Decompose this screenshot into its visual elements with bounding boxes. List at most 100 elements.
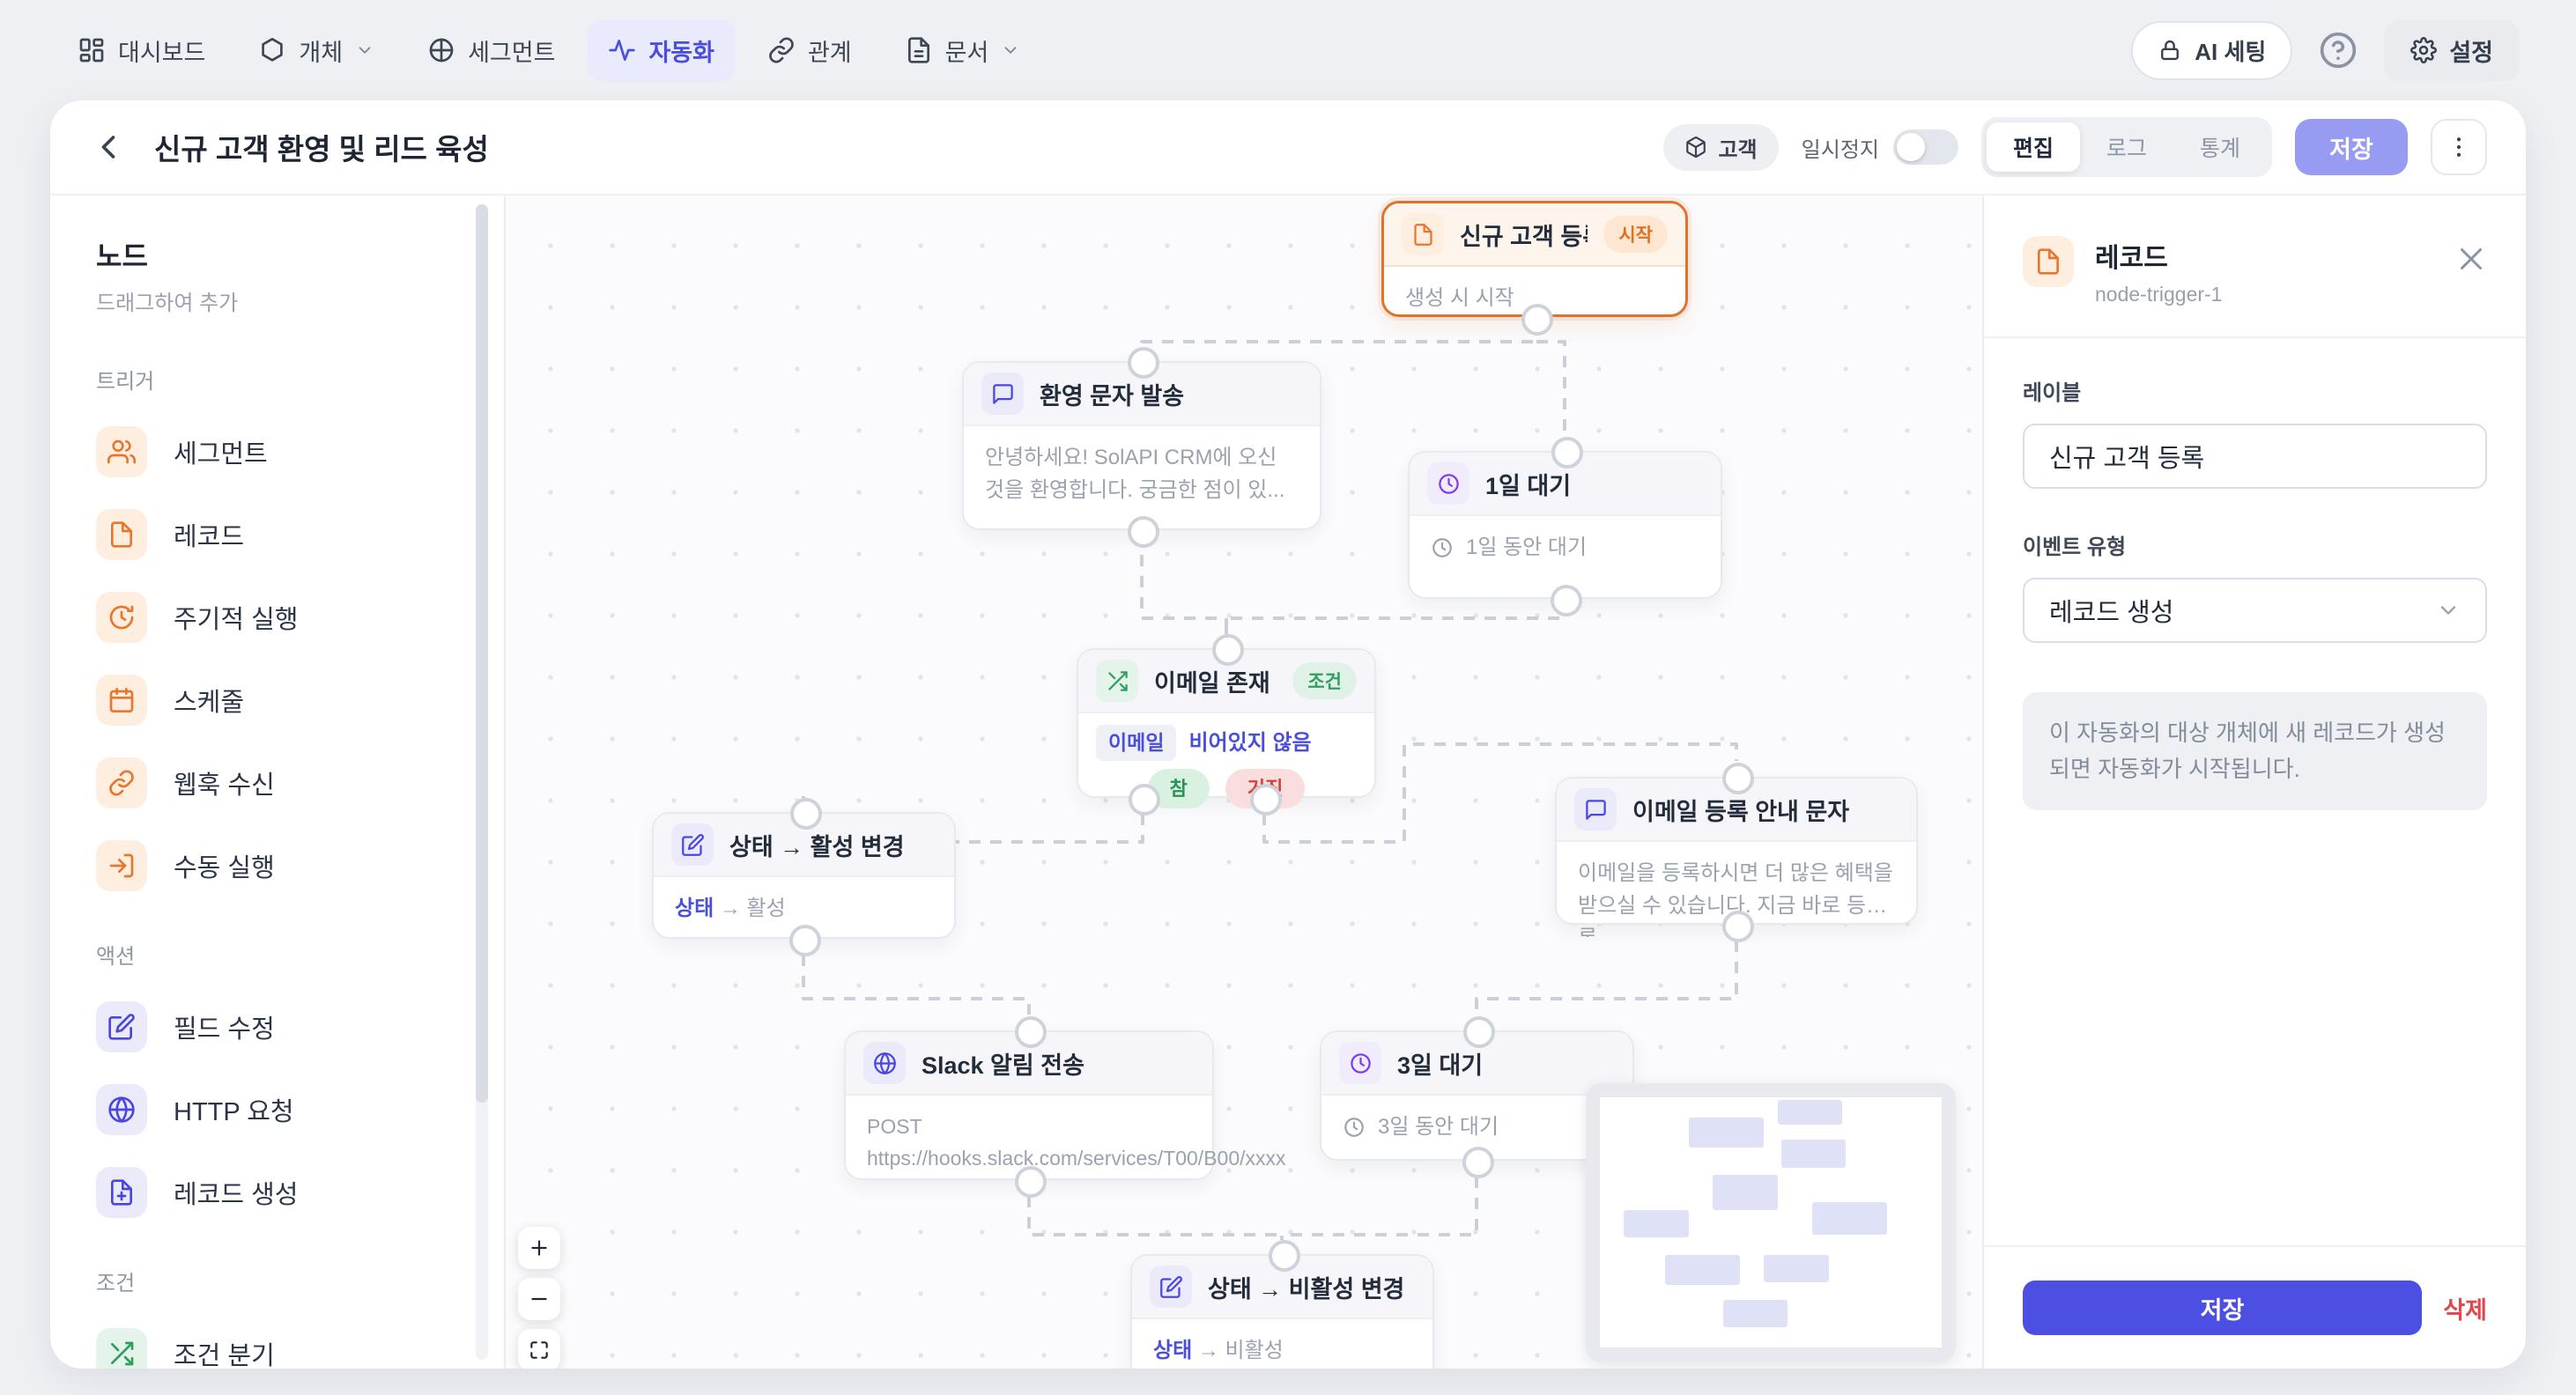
node-header: 3일 대기 [1321, 1032, 1632, 1096]
panel-footer: 저장 삭제 [1984, 1245, 2526, 1369]
palette-item-label: 스케줄 [174, 689, 245, 717]
tab-3[interactable]: 통계 [2199, 137, 2240, 161]
pause-toggle[interactable] [1892, 129, 1958, 165]
sidebar-subtitle: 드래그하여 추가 [96, 292, 239, 315]
workflow-edge [1280, 1177, 1478, 1240]
nav-item-label: 자동화 [648, 39, 714, 66]
node-input-handle[interactable] [1551, 437, 1583, 469]
palette-item-0-3[interactable]: 스케줄 [96, 675, 504, 726]
palette-item-1-0[interactable]: 필드 수정 [96, 1001, 504, 1052]
tab-2[interactable]: 로그 [2106, 137, 2147, 161]
node-input-handle[interactable] [1268, 1240, 1300, 1272]
workflow-node-node-cond-email[interactable]: 이메일 존재 여부조건이메일비어있지 않음참거짓 [1077, 634, 1376, 816]
node-output-handle[interactable] [1551, 585, 1582, 616]
node-output-handle[interactable] [1128, 516, 1159, 548]
node-output-handle[interactable] [1129, 784, 1160, 816]
node-output-handle[interactable] [1521, 304, 1553, 336]
palette-item-label: 레코드 [174, 523, 245, 551]
panel-delete-button[interactable]: 삭제 [2443, 1296, 2487, 1324]
workflow-node-node-trigger-1[interactable]: 신규 고객 등록시작생성 시 시작 [1381, 201, 1688, 336]
node-badge: 시작 [1603, 216, 1668, 253]
wait-summary: 3일 동안 대기 [1321, 1096, 1632, 1158]
workflow-edge [1262, 742, 1738, 844]
palette-item-1-1[interactable]: HTTP 요청 [96, 1084, 504, 1135]
node-input-handle[interactable] [1462, 1016, 1495, 1048]
back-button[interactable] [89, 128, 128, 166]
palette-item-0-5[interactable]: 수동 실행 [96, 840, 504, 891]
clock-icon [1343, 1116, 1366, 1139]
ai-settings-button[interactable]: AI 세팅 [2131, 20, 2293, 80]
nav-item-label: 관계 [807, 39, 852, 66]
sidebar-section-label: 트리거 [96, 370, 155, 394]
condition-field-chip: 이메일 [1096, 725, 1177, 761]
node-output-handle[interactable] [1462, 1147, 1494, 1178]
palette-item-0-0[interactable]: 세그먼트 [96, 426, 504, 477]
save-button[interactable]: 저장 [2295, 119, 2408, 175]
status-summary: 상태 → 비활성 [1153, 1339, 1284, 1362]
nav-item-2[interactable]: 개체 [237, 19, 396, 82]
zoom-out-button[interactable] [518, 1278, 560, 1320]
node-output-handle[interactable] [1722, 911, 1754, 942]
node-input-handle[interactable] [789, 798, 822, 830]
kebab-icon [2446, 134, 2472, 160]
workflow-edge [1533, 322, 1566, 447]
palette-item-label: 조건 분기 [174, 1342, 275, 1369]
nav-item-1[interactable]: 대시보드 [56, 19, 226, 82]
palette-item-2-0[interactable]: 조건 분기 [96, 1328, 504, 1369]
label-input[interactable] [2023, 424, 2487, 489]
node-input-handle[interactable] [1128, 347, 1159, 379]
label-field-label: 레이블 [2023, 381, 2082, 405]
node-input-handle[interactable] [1212, 634, 1244, 666]
fit-view-button[interactable] [518, 1329, 560, 1369]
pause-group: 일시정지 [1802, 129, 1958, 165]
node-input-handle[interactable] [1722, 763, 1754, 794]
panel-node-id: node-trigger-1 [2095, 283, 2223, 306]
more-menu-button[interactable] [2431, 119, 2487, 175]
node-output-handle[interactable] [1015, 1166, 1047, 1198]
nav-item-6[interactable]: 문서 [884, 19, 1042, 82]
http-url: https://hooks.slack.com/services/T00/B00… [867, 1147, 1286, 1170]
node-output-handle[interactable] [789, 925, 821, 956]
palette-item-0-2[interactable]: 주기적 실행 [96, 592, 504, 643]
node-input-handle[interactable] [1015, 1016, 1047, 1048]
palette-item-label: 웹훅 수신 [174, 771, 275, 800]
node-output-handle[interactable] [1250, 784, 1282, 816]
palette-tile [96, 1167, 147, 1218]
minimap-node [1780, 1140, 1847, 1168]
node-title: 이메일 존재 여부 [1154, 669, 1277, 697]
minimap-node [1722, 1300, 1788, 1328]
palette-item-0-1[interactable]: 레코드 [96, 509, 504, 560]
globe2-icon [873, 1052, 897, 1075]
sidebar-scrollbar-thumb[interactable] [476, 204, 488, 1103]
palette-tile [96, 1001, 147, 1052]
panel-save-button[interactable]: 저장 [2023, 1281, 2422, 1335]
palette-tile [96, 840, 147, 891]
help-icon[interactable] [2319, 31, 2358, 70]
nav-item-5[interactable]: 관계 [746, 19, 873, 82]
settings-button[interactable]: 설정 [2384, 19, 2520, 81]
zoom-in-button[interactable] [518, 1227, 560, 1269]
file-icon [2034, 247, 2062, 276]
minimap[interactable] [1586, 1083, 1956, 1362]
tab-1[interactable]: 편집 [1986, 122, 2080, 172]
palette-item-0-4[interactable]: 웹훅 수신 [96, 757, 504, 808]
node-description: 생성 시 시작 [1405, 286, 1514, 310]
palette-item-label: HTTP 요청 [174, 1098, 294, 1126]
close-icon[interactable] [2455, 243, 2487, 275]
nav-item-3[interactable]: 세그먼트 [406, 19, 576, 82]
nav-item-4[interactable]: 자동화 [587, 18, 736, 82]
palette-item-1-2[interactable]: 레코드 생성 [96, 1167, 504, 1218]
event-type-select[interactable]: 레코드 생성 [2023, 578, 2487, 643]
clock-icon [1437, 472, 1461, 496]
